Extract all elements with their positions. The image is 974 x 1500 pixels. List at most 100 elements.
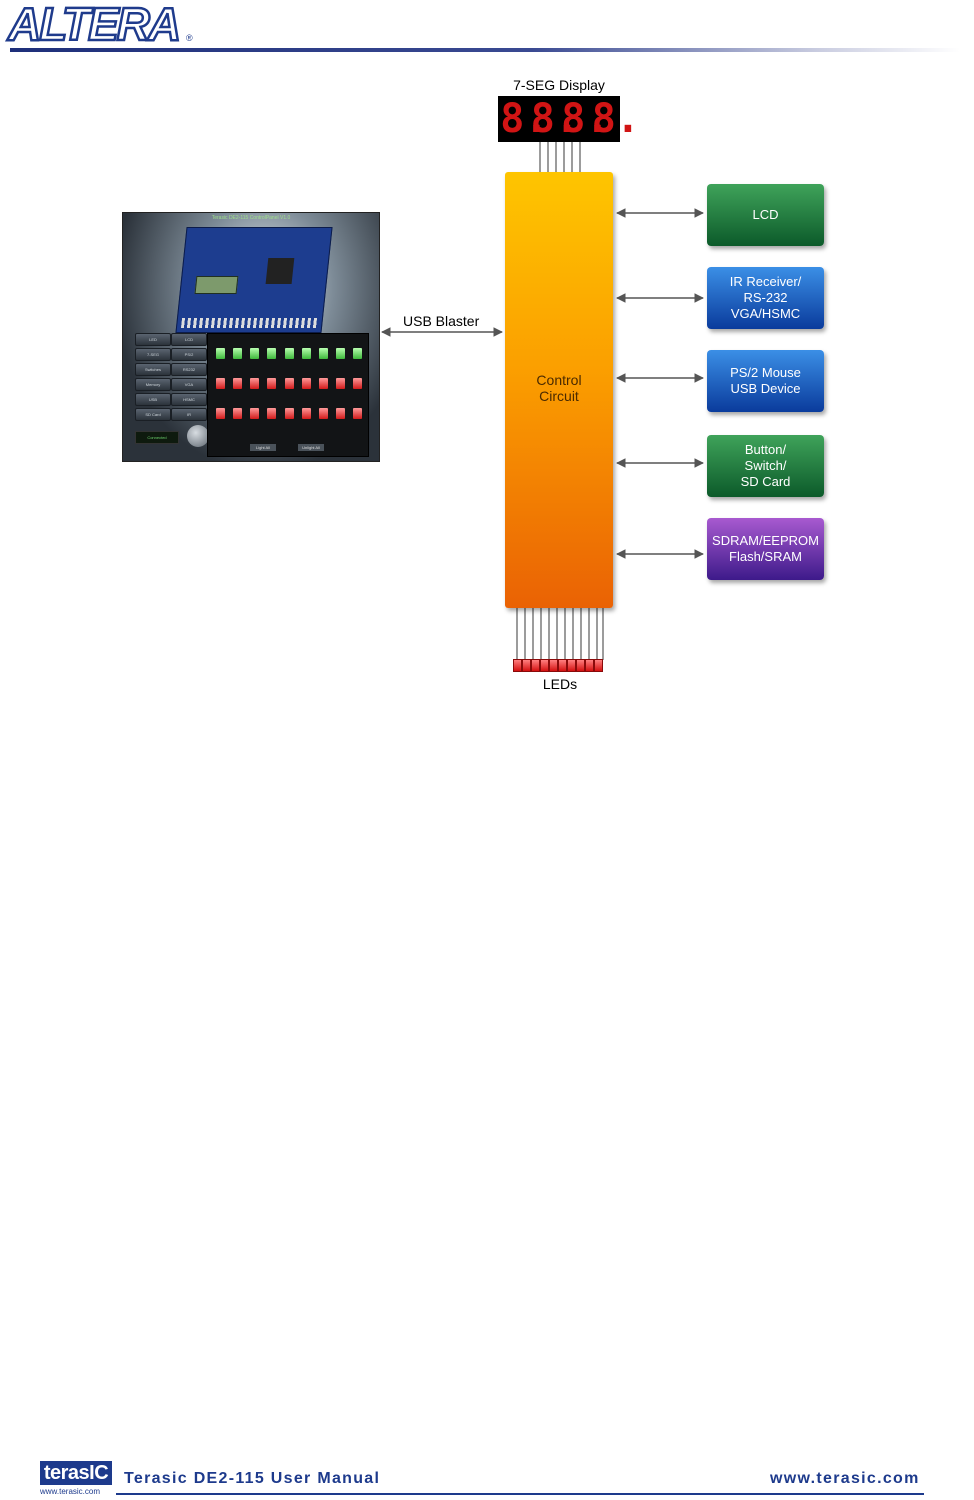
led-chip	[531, 659, 540, 672]
panel-btn-ps2[interactable]: PS/2	[171, 348, 207, 361]
panel-btn-memory[interactable]: Memory	[135, 378, 171, 391]
red-led[interactable]	[233, 378, 243, 389]
led-chip	[558, 659, 567, 672]
board-chip	[265, 258, 295, 284]
button-label-line3: SD Card	[740, 474, 791, 489]
control-circuit-block: Control Circuit	[505, 172, 613, 608]
red-led[interactable]	[318, 408, 328, 419]
green-led[interactable]	[301, 348, 311, 359]
panel-btn-usb[interactable]: USB	[135, 393, 171, 406]
red-led[interactable]	[233, 408, 243, 419]
seven-seg-label: 7-SEG Display	[513, 77, 605, 93]
page-footer: terasIC www.terasic.com Terasic DE2-115 …	[0, 1455, 974, 1500]
red-led-row-1	[216, 378, 362, 394]
red-led[interactable]	[250, 408, 260, 419]
green-led[interactable]	[284, 348, 294, 359]
ps2-usb-block: PS/2 Mouse USB Device	[707, 350, 824, 412]
connection-status: Connected	[135, 431, 179, 444]
red-led[interactable]	[335, 408, 345, 419]
memory-label-line1: SDRAM/EEPROM	[712, 533, 819, 548]
green-led[interactable]	[267, 348, 277, 359]
red-led[interactable]	[267, 408, 277, 419]
panel-btn-sdcard[interactable]: SD Card	[135, 408, 171, 421]
panel-nav: LED LCD 7-SEG PS/2 Switches RS232 Memory…	[131, 333, 209, 457]
connector-lines	[381, 142, 704, 660]
control-panel-screenshot: Terasic DE2-115 ControlPanel V1.0 LED LC…	[122, 212, 380, 462]
seven-seg-display: 8. 8. 8. 8.	[498, 96, 640, 142]
red-led[interactable]	[353, 408, 362, 419]
led-chip	[522, 659, 531, 672]
red-led[interactable]	[301, 378, 311, 389]
panel-btn-vga[interactable]: VGA	[171, 378, 207, 391]
red-led[interactable]	[353, 378, 362, 389]
green-led[interactable]	[250, 348, 260, 359]
green-led[interactable]	[335, 348, 345, 359]
panel-btn-ir[interactable]: IR	[171, 408, 207, 421]
panel-title: Terasic DE2-115 ControlPanel V1.0	[211, 215, 291, 221]
ir-label-line1: IR Receiver/	[729, 274, 802, 289]
panel-btn-lcd[interactable]: LCD	[171, 333, 207, 346]
red-led[interactable]	[216, 378, 225, 389]
board-image	[175, 227, 333, 333]
red-led[interactable]	[335, 378, 345, 389]
ps2-label-line2: USB Device	[730, 381, 801, 396]
footer-rule	[116, 1493, 924, 1495]
green-led[interactable]	[353, 348, 362, 359]
unlight-all-button[interactable]: Unlight All	[298, 444, 324, 451]
seven-seg-digit: 8.	[561, 96, 610, 142]
leds-label: LEDs	[542, 676, 578, 692]
green-led[interactable]	[216, 348, 225, 359]
led-chip	[567, 659, 576, 672]
led-chip	[576, 659, 585, 672]
red-led[interactable]	[301, 408, 311, 419]
green-led[interactable]	[233, 348, 243, 359]
lcd-label: LCD	[752, 207, 779, 222]
seg-bus-lines	[539, 142, 581, 172]
panel-btn-switches[interactable]: Switches	[135, 363, 171, 376]
light-all-button[interactable]: Light All	[250, 444, 276, 451]
terasic-logo-url: www.terasic.com	[40, 1487, 101, 1496]
terasic-logo: terasIC	[40, 1461, 112, 1485]
disconnect-knob[interactable]	[187, 425, 209, 447]
led-chip	[585, 659, 594, 672]
button-label-line2: Switch/	[744, 458, 787, 473]
memory-block: SDRAM/EEPROM Flash/SRAM	[707, 518, 824, 580]
ir-rs232-vga-block: IR Receiver/ RS-232 VGA/HSMC	[707, 267, 824, 329]
led-chip	[594, 659, 603, 672]
ps2-label-line1: PS/2 Mouse	[730, 365, 801, 380]
red-led[interactable]	[284, 408, 294, 419]
usb-blaster-label: USB Blaster	[403, 313, 480, 329]
board-switch-strip	[180, 318, 319, 328]
ir-label-line2: RS-232	[743, 290, 788, 305]
led-panel: Light All Unlight All	[207, 333, 369, 457]
seven-seg-digit: 8.	[591, 96, 640, 142]
red-led[interactable]	[284, 378, 294, 389]
control-label-line1: Control	[536, 372, 582, 388]
panel-btn-7seg[interactable]: 7-SEG	[135, 348, 171, 361]
panel-btn-led[interactable]: LED	[135, 333, 171, 346]
altera-logo: ALTERA	[7, 0, 183, 50]
control-circuit-label: Control Circuit	[505, 372, 613, 404]
seven-seg-digit: 8.	[530, 96, 579, 142]
led-chip	[549, 659, 558, 672]
panel-btn-rs232[interactable]: RS232	[171, 363, 207, 376]
footer-url[interactable]: www.terasic.com	[770, 1470, 920, 1487]
green-led[interactable]	[318, 348, 328, 359]
control-label-line2: Circuit	[539, 388, 579, 404]
registered-mark: ®	[186, 33, 193, 43]
red-led[interactable]	[267, 378, 277, 389]
seven-seg-digit: 8.	[500, 96, 549, 142]
peripheral-arrows	[616, 208, 704, 559]
manual-title: Terasic DE2-115 User Manual	[124, 1470, 381, 1487]
red-led-row-2	[216, 408, 362, 424]
red-led[interactable]	[216, 408, 225, 419]
led-chip	[513, 659, 522, 672]
memory-label-line2: Flash/SRAM	[729, 549, 802, 564]
panel-btn-hsmc[interactable]: HSMC	[171, 393, 207, 406]
lcd-block: LCD	[707, 184, 824, 246]
button-label-line1: Button/	[744, 442, 787, 457]
page-header: ALTERA ®	[0, 0, 974, 56]
red-led[interactable]	[250, 378, 260, 389]
red-led[interactable]	[318, 378, 328, 389]
board-lcd	[194, 276, 239, 294]
